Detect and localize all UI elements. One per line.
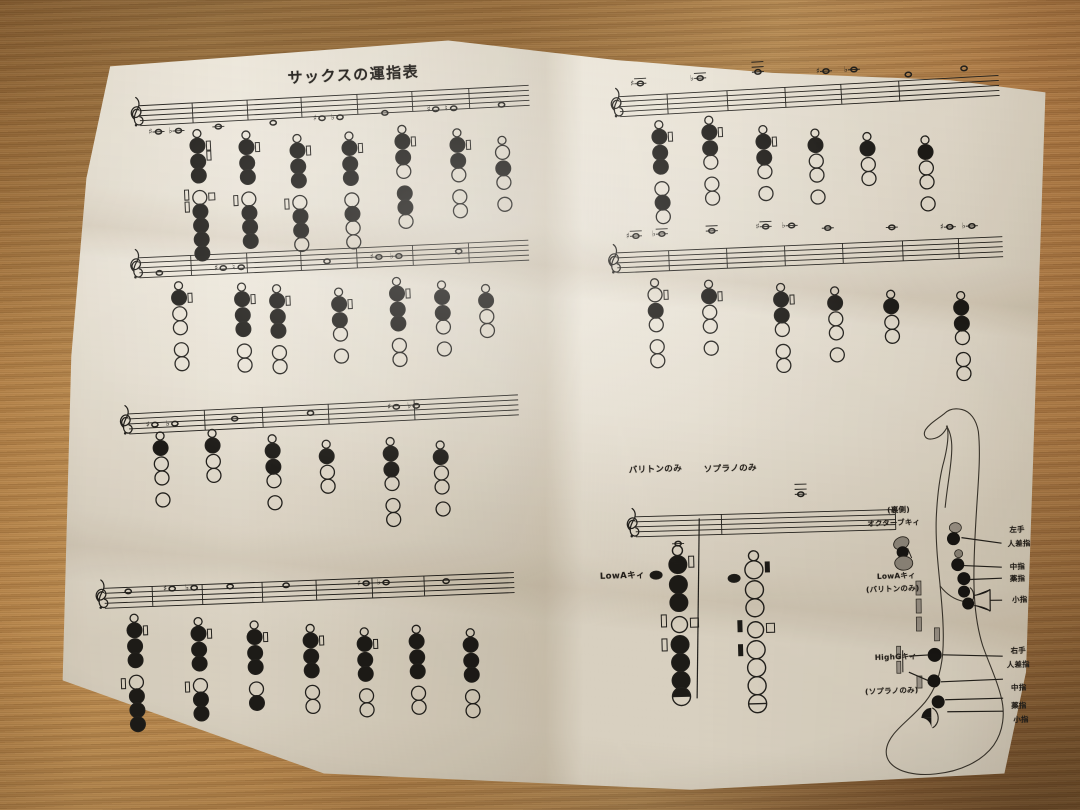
fingering-diagrams [120,115,972,733]
svg-text:♯: ♯ [313,113,317,122]
svg-text:♭: ♭ [652,229,656,238]
svg-text:♯: ♯ [426,105,430,114]
svg-text:♮: ♮ [232,262,235,271]
svg-text:♯: ♯ [816,66,820,75]
saxophone-keys [893,522,975,729]
svg-text:♭: ♭ [962,221,966,230]
svg-text:♯: ♯ [163,584,167,593]
svg-text:♭: ♭ [185,583,189,592]
svg-text:♯: ♯ [370,252,374,261]
svg-text:♭: ♭ [331,113,335,122]
high-g-fingering [727,550,776,714]
svg-text:♭: ♭ [168,126,172,135]
svg-text:♯: ♯ [630,79,634,88]
svg-text:♮: ♮ [444,104,447,113]
svg-text:♯: ♯ [387,402,391,411]
sheet-contents: ♯ ♭ ♯ ♭ ♯ ♮ [0,0,1076,775]
svg-text:♯: ♯ [214,263,218,272]
svg-text:♯: ♯ [146,420,150,429]
special-section-divider [696,518,700,699]
saxophone-illustration [885,408,1004,775]
svg-text:♯: ♯ [940,222,944,231]
svg-text:♯: ♯ [148,127,152,136]
svg-text:♭: ♭ [781,221,785,230]
low-a-fingering [649,544,700,707]
svg-text:♭: ♭ [407,401,411,410]
callout-lines [902,536,1004,713]
svg-text:♯: ♯ [357,578,361,587]
svg-text:♭: ♭ [844,65,848,74]
right-page-systems: ♯ ♭ [607,61,1004,699]
svg-text:♭: ♭ [166,419,170,428]
svg-text:♭: ♭ [377,578,381,587]
left-page-systems: ♯ ♭ ♯ ♭ ♯ ♮ [94,84,530,610]
svg-text:♭: ♭ [690,73,694,82]
svg-text:♭: ♭ [390,251,394,260]
svg-text:♯: ♯ [626,231,630,240]
svg-text:♯: ♯ [755,222,759,231]
